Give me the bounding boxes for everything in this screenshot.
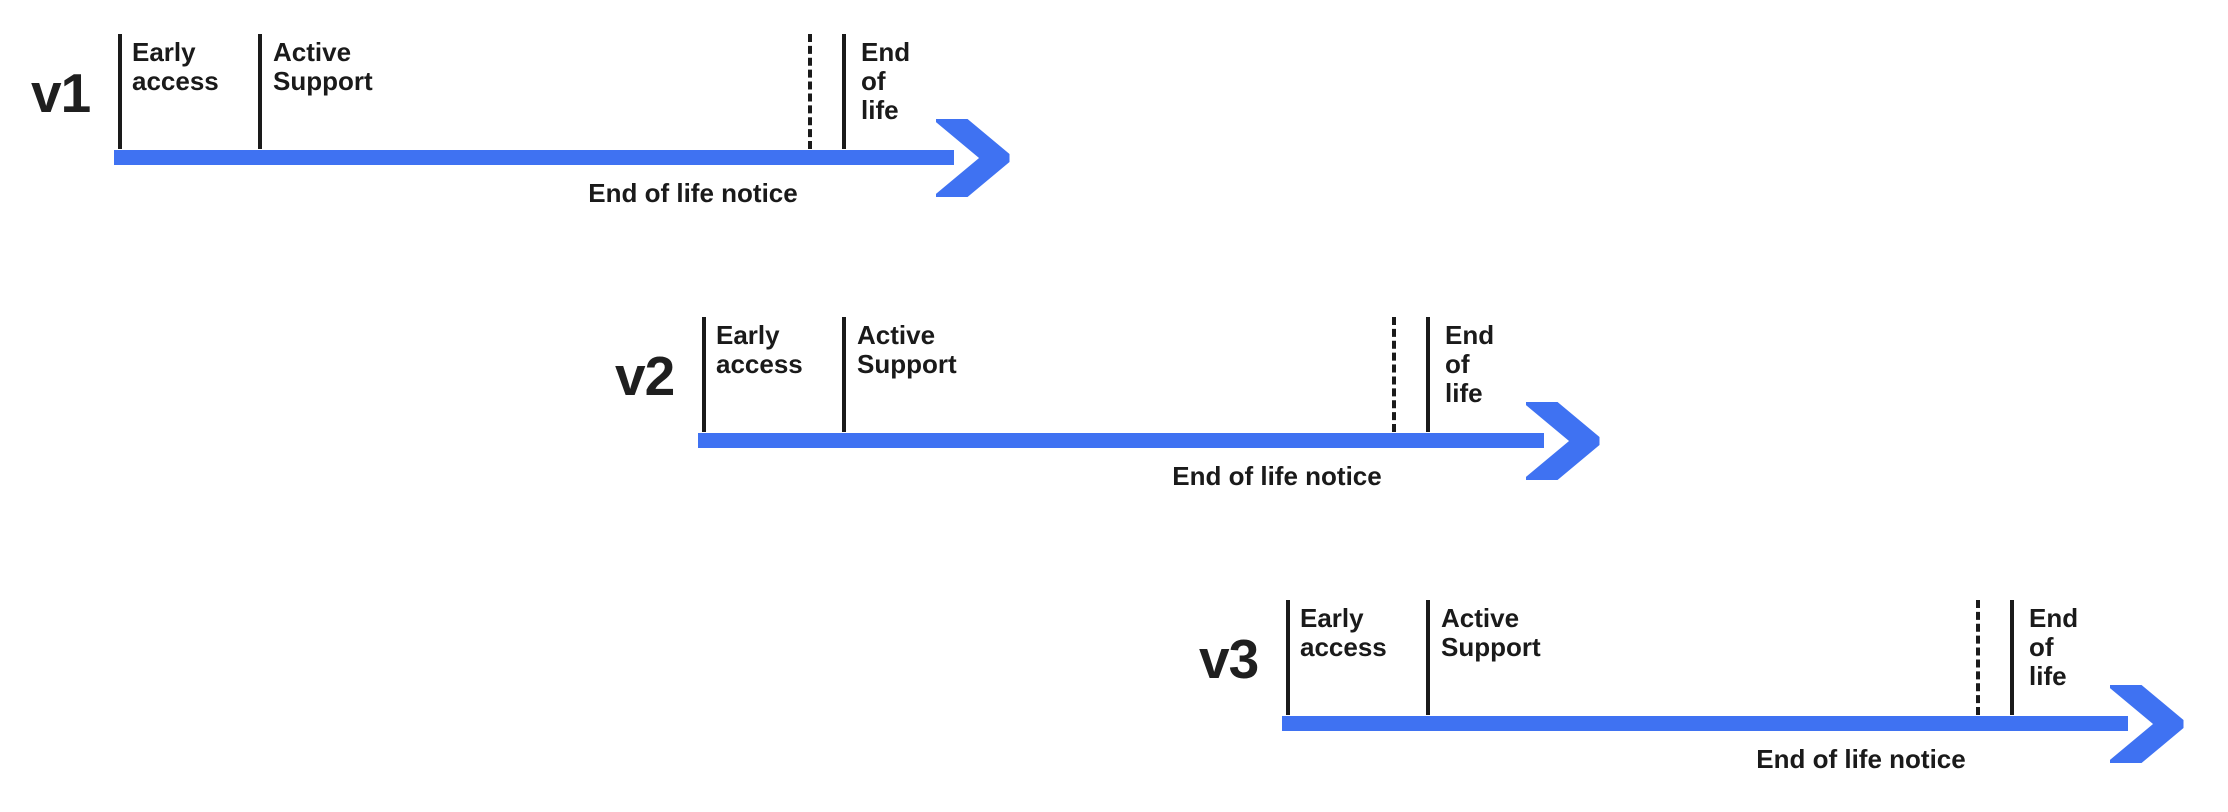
phase-label-end-of-life: End of life — [1445, 320, 1495, 409]
end-of-life-notice-marker — [808, 34, 812, 149]
phase-label-active-support: Active Support — [1441, 603, 1541, 663]
end-of-life-notice-caption: End of life notice — [1172, 461, 1382, 491]
phase-label-end-of-life: End of life — [861, 37, 911, 126]
phase-divider-early-access — [118, 34, 122, 149]
timeline-arrow-head-icon — [2102, 681, 2184, 766]
end-of-life-notice-marker — [1392, 317, 1396, 432]
end-of-life-notice-caption: End of life notice — [588, 178, 798, 208]
version-label-v2: v2 — [615, 345, 675, 407]
phase-label-active-support: Active Support — [273, 37, 373, 97]
end-of-life-notice-marker — [1976, 600, 1980, 715]
phase-divider-active-support — [258, 34, 262, 149]
phase-divider-active-support — [842, 317, 846, 432]
phase-divider-early-access — [702, 317, 706, 432]
phase-divider-end-of-life — [2010, 600, 2014, 715]
phase-label-early-access: Early access — [1300, 603, 1387, 663]
phase-divider-end-of-life — [842, 34, 846, 149]
end-of-life-notice-caption: End of life notice — [1756, 744, 1966, 774]
phase-label-early-access: Early access — [132, 37, 219, 97]
phase-divider-end-of-life — [1426, 317, 1430, 432]
version-label-v3: v3 — [1199, 628, 1259, 690]
timeline-arrow-head-icon — [1518, 398, 1600, 483]
phase-label-active-support: Active Support — [857, 320, 957, 380]
timeline-bar — [114, 150, 954, 165]
phase-label-end-of-life: End of life — [2029, 603, 2079, 692]
phase-divider-early-access — [1286, 600, 1290, 715]
version-label-v1: v1 — [31, 62, 91, 124]
phase-label-early-access: Early access — [716, 320, 803, 380]
timeline-bar — [698, 433, 1544, 448]
phase-divider-active-support — [1426, 600, 1430, 715]
timeline-arrow-head-icon — [928, 115, 1010, 200]
timeline-bar — [1282, 716, 2128, 731]
